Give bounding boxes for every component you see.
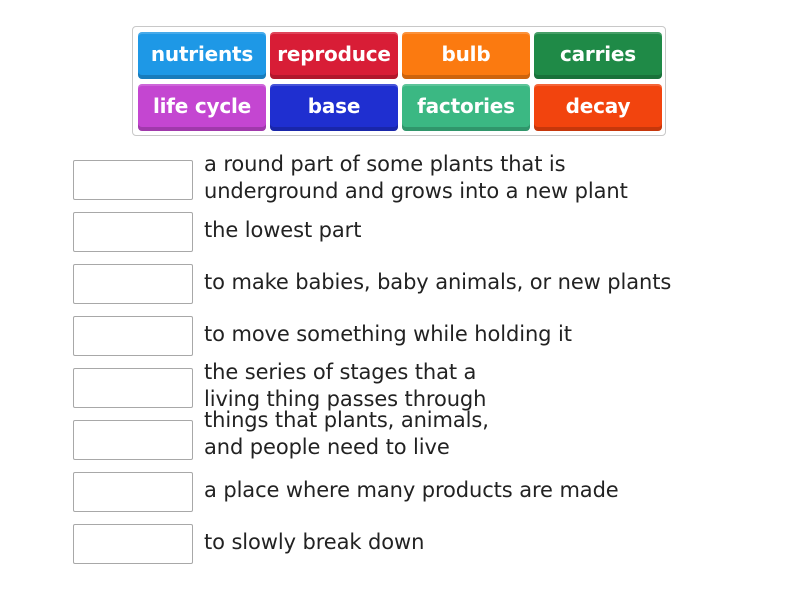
word-tile-bulb[interactable]: bulb bbox=[402, 32, 530, 79]
word-bank: nutrients reproduce bulb carries life cy… bbox=[132, 26, 666, 136]
answer-drop-zone[interactable] bbox=[73, 472, 193, 512]
answer-drop-zone[interactable] bbox=[73, 160, 193, 200]
definition-row: to move something while holding it bbox=[73, 316, 753, 356]
word-tile-life-cycle[interactable]: life cycle bbox=[138, 84, 266, 131]
answer-drop-zone[interactable] bbox=[73, 368, 193, 408]
definition-text: the lowest part bbox=[204, 217, 362, 242]
word-tile-base[interactable]: base bbox=[270, 84, 398, 131]
word-tile-factories[interactable]: factories bbox=[402, 84, 530, 131]
definition-row: to slowly break down bbox=[73, 524, 753, 564]
word-tile-carries[interactable]: carries bbox=[534, 32, 662, 79]
definition-text: things that plants, animals, and people … bbox=[204, 408, 489, 459]
definition-text: to slowly break down bbox=[204, 529, 425, 554]
definition-text: a round part of some plants that is unde… bbox=[204, 152, 628, 203]
definition-text: a place where many products are made bbox=[204, 477, 619, 502]
answer-drop-zone[interactable] bbox=[73, 264, 193, 304]
definition-row: to make babies, baby animals, or new pla… bbox=[73, 264, 753, 304]
definition-row: the lowest part bbox=[73, 212, 753, 252]
definition-text: the series of stages that a living thing… bbox=[204, 360, 487, 411]
definition-row: a round part of some plants that is unde… bbox=[73, 152, 753, 203]
word-tile-reproduce[interactable]: reproduce bbox=[270, 32, 398, 79]
word-tile-decay[interactable]: decay bbox=[534, 84, 662, 131]
answer-drop-zone[interactable] bbox=[73, 316, 193, 356]
word-tile-nutrients[interactable]: nutrients bbox=[138, 32, 266, 79]
definition-text: to move something while holding it bbox=[204, 321, 572, 346]
answer-drop-zone[interactable] bbox=[73, 524, 193, 564]
answer-drop-zone[interactable] bbox=[73, 212, 193, 252]
definition-row: a place where many products are made bbox=[73, 472, 753, 512]
definition-text: to make babies, baby animals, or new pla… bbox=[204, 269, 672, 294]
answer-drop-zone[interactable] bbox=[73, 420, 193, 460]
definition-row: the series of stages that a living thing… bbox=[73, 360, 753, 411]
definition-row: things that plants, animals, and people … bbox=[73, 408, 753, 460]
